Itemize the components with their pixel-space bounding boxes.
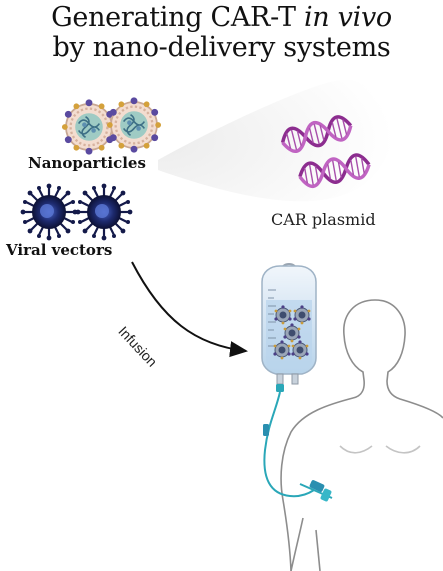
nanoparticle-icon xyxy=(105,96,163,154)
infusion-arrow xyxy=(131,261,248,358)
car-plasmid-label: CAR plasmid xyxy=(271,210,376,229)
title-line-2: by nano-delivery systems xyxy=(52,32,391,63)
title-line-1: Generating CAR-T in vivo xyxy=(0,2,443,34)
title-italic-text: in vivo xyxy=(303,2,392,33)
viral-vector-icon xyxy=(19,182,79,242)
viral-vectors-label: Viral vectors xyxy=(6,241,113,259)
human-body-icon xyxy=(280,299,443,571)
delivery-cone xyxy=(158,80,394,202)
viral-vector-icon xyxy=(74,182,134,242)
iv-tube-icon xyxy=(263,391,333,502)
nanoparticles-label: Nanoparticles xyxy=(28,154,146,172)
iv-bag-icon xyxy=(261,263,317,392)
title-text: Generating CAR-T xyxy=(51,2,304,33)
